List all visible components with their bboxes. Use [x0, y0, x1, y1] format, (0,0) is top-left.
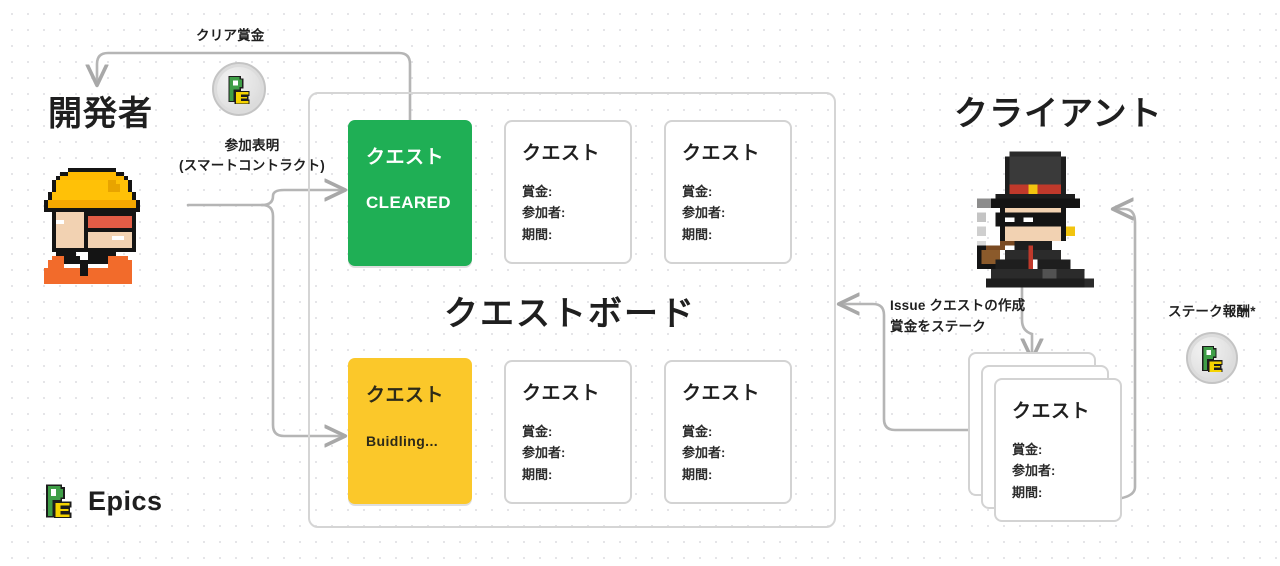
quest-field-bounty: 賞金: — [522, 184, 553, 199]
flow-label-clear-bounty: クリア賞金 — [196, 28, 265, 43]
pixel-developer-avatar-icon — [44, 168, 140, 284]
epics-coin-mark — [228, 75, 250, 104]
quest-card[interactable]: クエスト 賞金: 参加者: 期間: — [504, 120, 632, 264]
quest-board-title: クエストボード — [444, 295, 696, 333]
quest-card-cleared-state: CLEARED — [366, 193, 451, 212]
client-role-title: クライアント — [954, 95, 1163, 133]
quest-field-bounty: 賞金: — [682, 424, 713, 439]
epics-coin-mark — [1201, 345, 1223, 373]
quest-field-bounty: 賞金: — [682, 184, 713, 199]
quest-stack-card-fields: 賞金: 参加者: 期間: — [1012, 439, 1120, 503]
quest-card-title: クエスト — [682, 143, 761, 164]
quest-card-building[interactable]: クエスト Buidling... — [348, 358, 472, 504]
quest-field-participants: 参加者: — [1012, 463, 1056, 479]
quest-field-participants: 参加者: — [522, 205, 566, 221]
quest-board-container — [308, 92, 836, 528]
brand-logo: Epics — [44, 484, 163, 518]
flow-label-stake-reward: ステーク報酬* — [1168, 304, 1256, 319]
quest-card-fields: 賞金: 参加者: 期間: — [522, 181, 630, 245]
quest-card-building-state: Buidling... — [366, 433, 439, 449]
quest-card[interactable]: クエスト 賞金: 参加者: 期間: — [504, 360, 632, 504]
flow-label-join-line1: 参加表明 — [224, 138, 280, 153]
quest-card-title: クエスト — [522, 383, 601, 404]
brand-name: Epics — [88, 485, 163, 516]
quest-field-participants: 参加者: — [682, 205, 726, 221]
quest-card-title: クエスト — [522, 143, 601, 164]
quest-card-fields: 賞金: 参加者: 期間: — [682, 181, 790, 245]
quest-field-period: 期間: — [682, 466, 713, 482]
quest-field-participants: 参加者: — [522, 445, 566, 461]
quest-field-participants: 参加者: — [682, 445, 726, 461]
quest-card-cleared-title: クエスト — [366, 147, 445, 168]
quest-card-building-title: クエスト — [366, 385, 445, 406]
quest-card-fields: 賞金: 参加者: 期間: — [682, 421, 790, 485]
quest-card-fields: 賞金: 参加者: 期間: — [522, 421, 630, 485]
epics-coin-icon — [1186, 332, 1238, 384]
quest-card[interactable]: クエスト 賞金: 参加者: 期間: — [664, 120, 792, 264]
quest-field-bounty: 賞金: — [522, 424, 553, 439]
quest-card[interactable]: クエスト 賞金: 参加者: 期間: — [664, 360, 792, 504]
quest-field-period: 期間: — [682, 226, 713, 242]
quest-field-period: 期間: — [1012, 484, 1043, 500]
quest-card-cleared[interactable]: クエスト CLEARED — [348, 120, 472, 266]
epics-logo-icon — [46, 484, 72, 518]
epics-coin-icon — [212, 62, 266, 116]
quest-stack-card-title: クエスト — [1012, 401, 1091, 422]
developer-role-title: 開発者 — [48, 95, 153, 133]
flow-label-issue-line2: 賞金をステーク — [890, 318, 986, 334]
flow-label-join-declaration: 参加表明 (スマートコントラクト) — [172, 136, 332, 175]
flow-label-issue-line1: Issue クエストの作成 — [890, 298, 1026, 313]
quest-stack-front-card[interactable]: クエスト 賞金: 参加者: 期間: — [994, 378, 1122, 522]
flow-label-join-line2: (スマートコントラクト) — [179, 157, 325, 173]
quest-field-bounty: 賞金: — [1012, 442, 1043, 457]
quest-field-period: 期間: — [522, 226, 553, 242]
quest-card-title: クエスト — [682, 383, 761, 404]
pixel-client-avatar-icon — [976, 151, 1094, 288]
flow-label-issue-create: Issue クエストの作成 賞金をステーク — [890, 296, 1025, 338]
quest-field-period: 期間: — [522, 466, 553, 482]
